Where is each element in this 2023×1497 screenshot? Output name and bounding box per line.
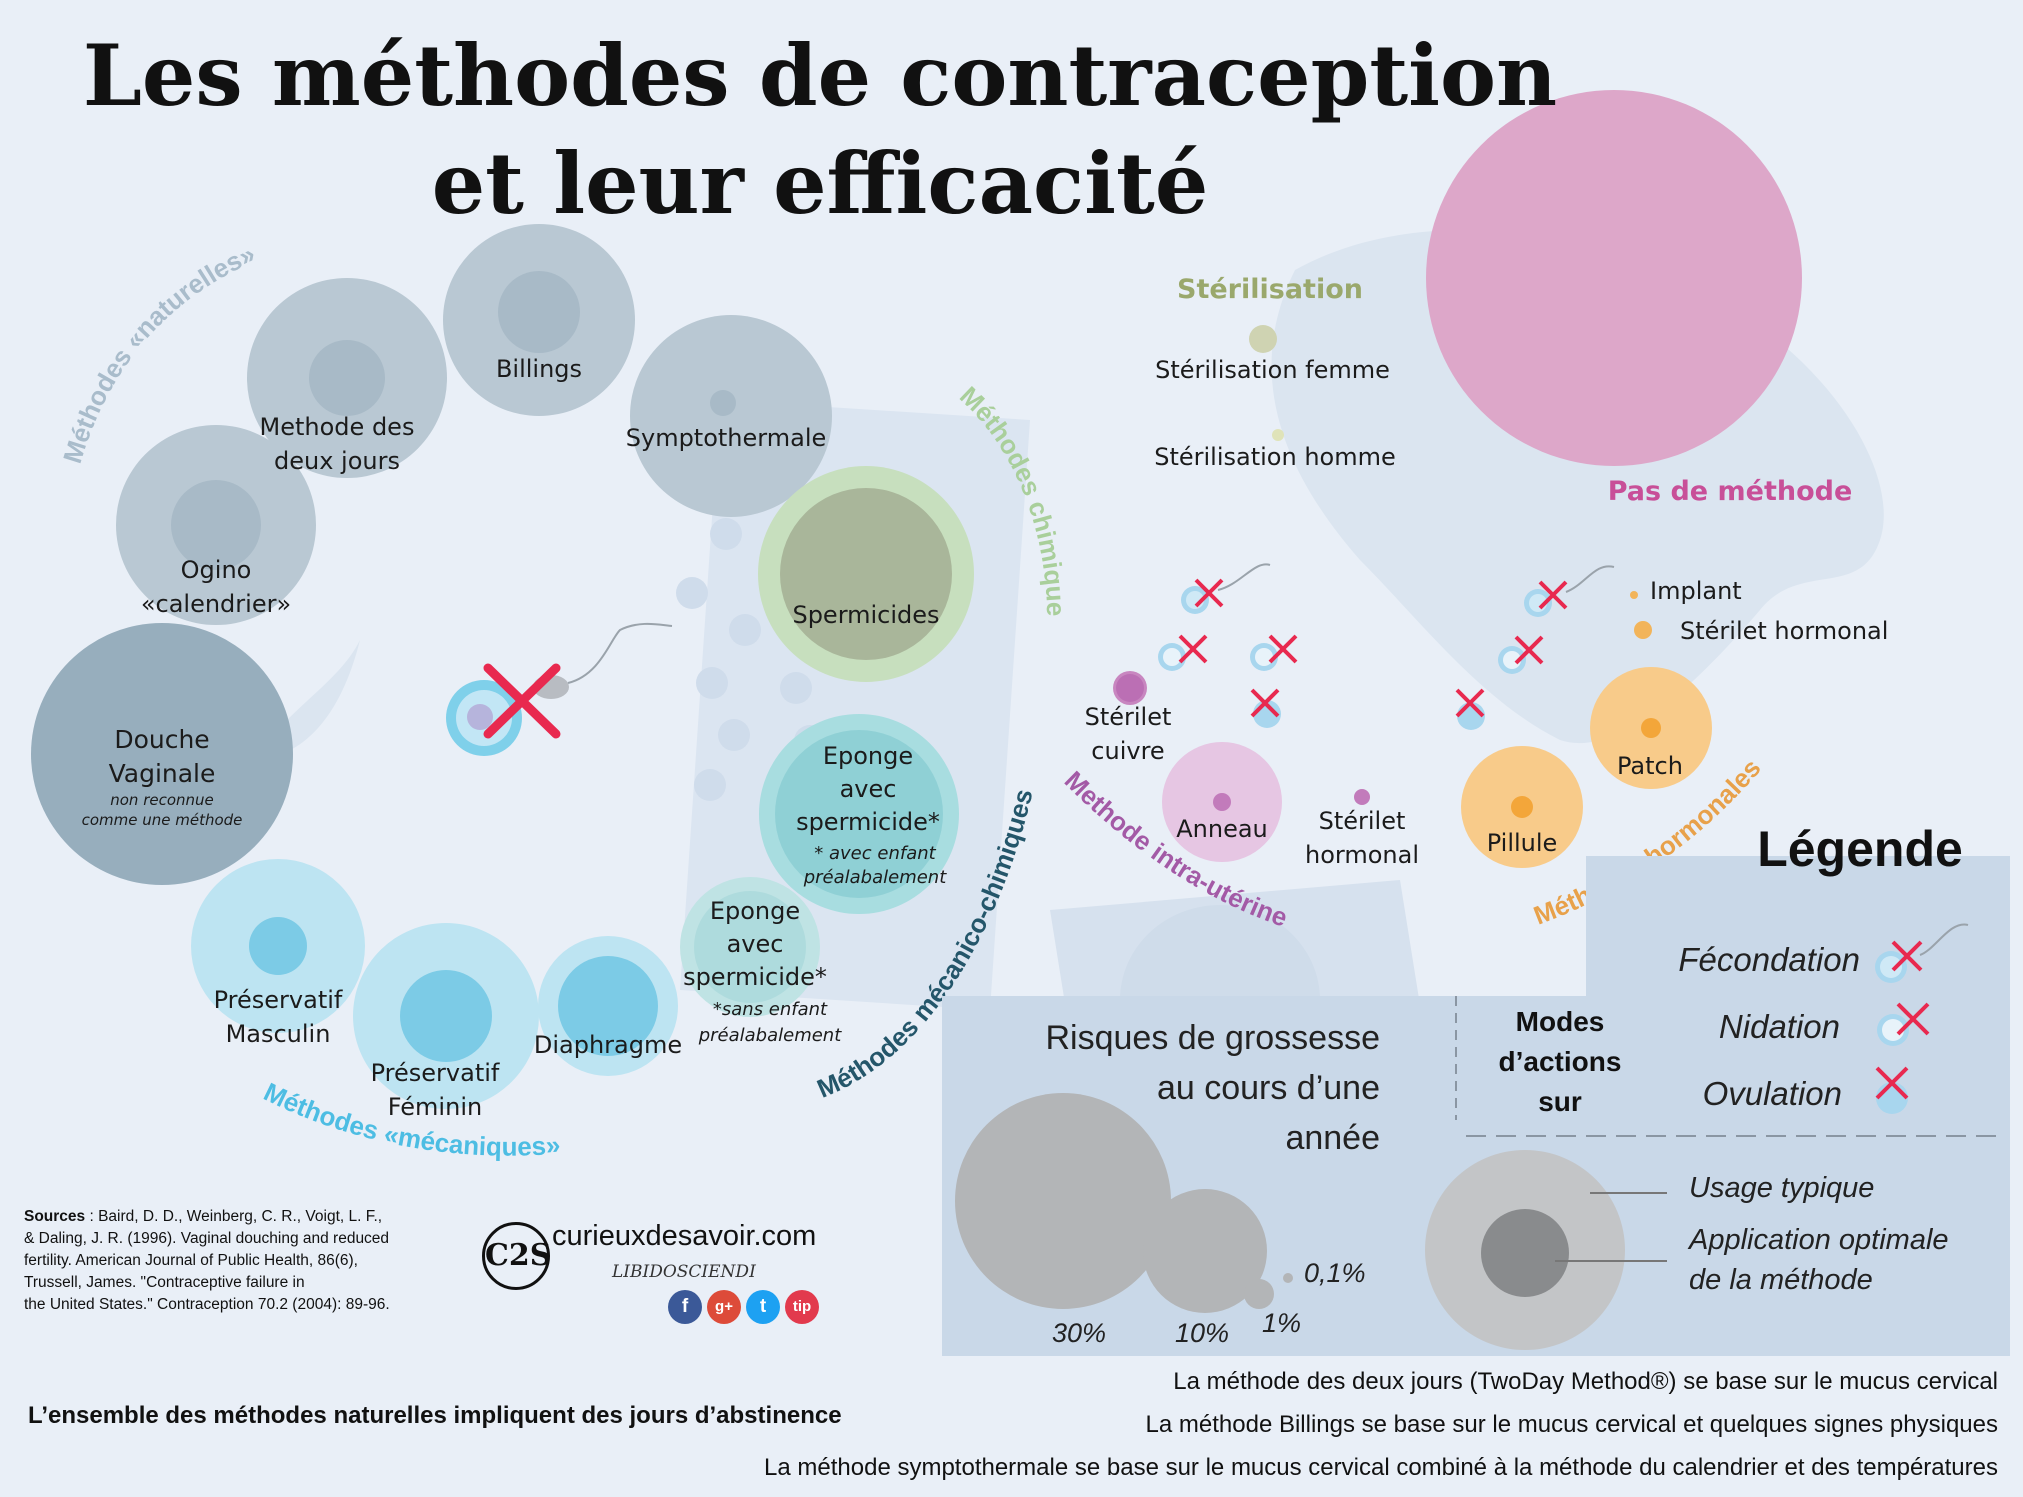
no-method-circle [1426, 90, 1802, 466]
facebook-icon[interactable]: f [668, 1290, 702, 1324]
risk-30-circle [955, 1093, 1171, 1309]
label-diaphragme: Diaphragme [533, 1031, 683, 1059]
label-anneau: Anneau [1176, 815, 1268, 843]
ogino-inner [171, 480, 261, 570]
douche-circle [31, 623, 293, 885]
label-pillule: Pillule [1486, 829, 1558, 857]
label-spermicides: Spermicides [792, 601, 940, 629]
label-sterilisation-group: Stérilisation [1177, 274, 1363, 305]
label-sterilisation-femme: Stérilisation femme [1155, 356, 1390, 384]
implant-dot [1630, 591, 1638, 599]
footnote-abstinence: L’ensemble des méthodes naturelles impli… [28, 1402, 842, 1429]
legend-icons [1875, 923, 1969, 1114]
label-sterilet-hormonal: Stérilet hormonal [1680, 617, 1889, 645]
mecanochem-methods [680, 714, 959, 1017]
eponge-sans-inner [694, 891, 806, 1003]
anneau-inner [1213, 793, 1231, 811]
legend-usage-typique: Usage typique [1689, 1172, 1875, 1204]
legend-title: Légende [1757, 821, 1963, 877]
deux-jours-inner [309, 340, 385, 416]
legend-risk-10: 10% [1175, 1318, 1230, 1348]
application-circle [1481, 1209, 1569, 1297]
iud-action-icons [1158, 563, 1298, 728]
eponge-avec-inner [775, 730, 943, 898]
footnote-deux-jours: La méthode des deux jours (TwoDay Method… [1173, 1368, 1998, 1395]
label-billings: Billings [495, 355, 583, 383]
label-sterilisation-homme: Stérilisation homme [1154, 443, 1396, 471]
pillule-inner [1511, 796, 1533, 818]
brand-site[interactable]: curieuxdesavoir.com [552, 1220, 817, 1252]
symptothermale-inner [710, 390, 736, 416]
mechanical-methods [191, 859, 678, 1109]
footnote-billings: La méthode Billings se base sur le mucus… [1145, 1411, 1998, 1438]
brand-tagline: LIBIDOSCIENDI [612, 1262, 756, 1282]
risk-1-circle [1244, 1279, 1274, 1309]
sources-block: Sources : Baird, D. D., Weinberg, C. R.,… [24, 1208, 390, 1313]
risk-10-circle [1143, 1189, 1267, 1313]
patch-inner [1641, 718, 1661, 738]
preservatif-f-inner [400, 970, 492, 1062]
sterilet-hormonal-iud-dot [1354, 789, 1370, 805]
legend-fecondation: Fécondation [1678, 941, 1860, 978]
risk-circles [955, 1093, 1667, 1350]
footnote-symptothermale: La méthode symptothermale se base sur le… [764, 1454, 1998, 1481]
google-plus-icon[interactable]: g+ [707, 1290, 741, 1324]
diaphragme-inner [558, 956, 658, 1056]
label-symptothermale: Symptothermale [625, 424, 827, 452]
legend-risk-01: 0,1% [1304, 1258, 1366, 1288]
sterilet-hormonal-dot [1634, 621, 1652, 639]
label-no-method: Pas de méthode [1607, 476, 1853, 507]
logo-icon: C2S [482, 1222, 551, 1290]
page-title: Les méthodes de contraception et leur ef… [60, 22, 1580, 238]
central-egg-icon [446, 622, 673, 756]
preservatif-m-inner [249, 917, 307, 975]
symptothermale-outer [630, 315, 832, 517]
chemical-methods [758, 466, 974, 682]
iud-methods [1113, 671, 1370, 862]
billings-inner [498, 271, 580, 353]
tip-icon[interactable]: tip [785, 1290, 819, 1324]
legend-ovulation: Ovulation [1702, 1075, 1842, 1112]
legend-risk-30: 30% [1052, 1318, 1107, 1348]
legend-risk-1: 1% [1262, 1308, 1302, 1338]
sterilisation-femme-dot [1249, 325, 1277, 353]
label-implant: Implant [1650, 577, 1742, 605]
spermicides-inner [780, 488, 952, 660]
natural-methods [31, 224, 832, 885]
risk-01-circle [1283, 1273, 1293, 1283]
title-line-1: Les méthodes de contraception [82, 26, 1558, 125]
sterilisation-group [1249, 325, 1284, 441]
hormonal-action-icons [1455, 565, 1615, 730]
label-patch: Patch [1617, 752, 1683, 780]
label-ogino: Ogino«calendrier» [140, 556, 292, 618]
sterilisation-homme-dot [1272, 429, 1284, 441]
legend-nidation: Nidation [1718, 1008, 1840, 1045]
hormonal-methods [1461, 591, 1712, 868]
twitter-icon[interactable]: t [746, 1290, 780, 1324]
title-line-2: et leur efficacité [431, 134, 1209, 233]
